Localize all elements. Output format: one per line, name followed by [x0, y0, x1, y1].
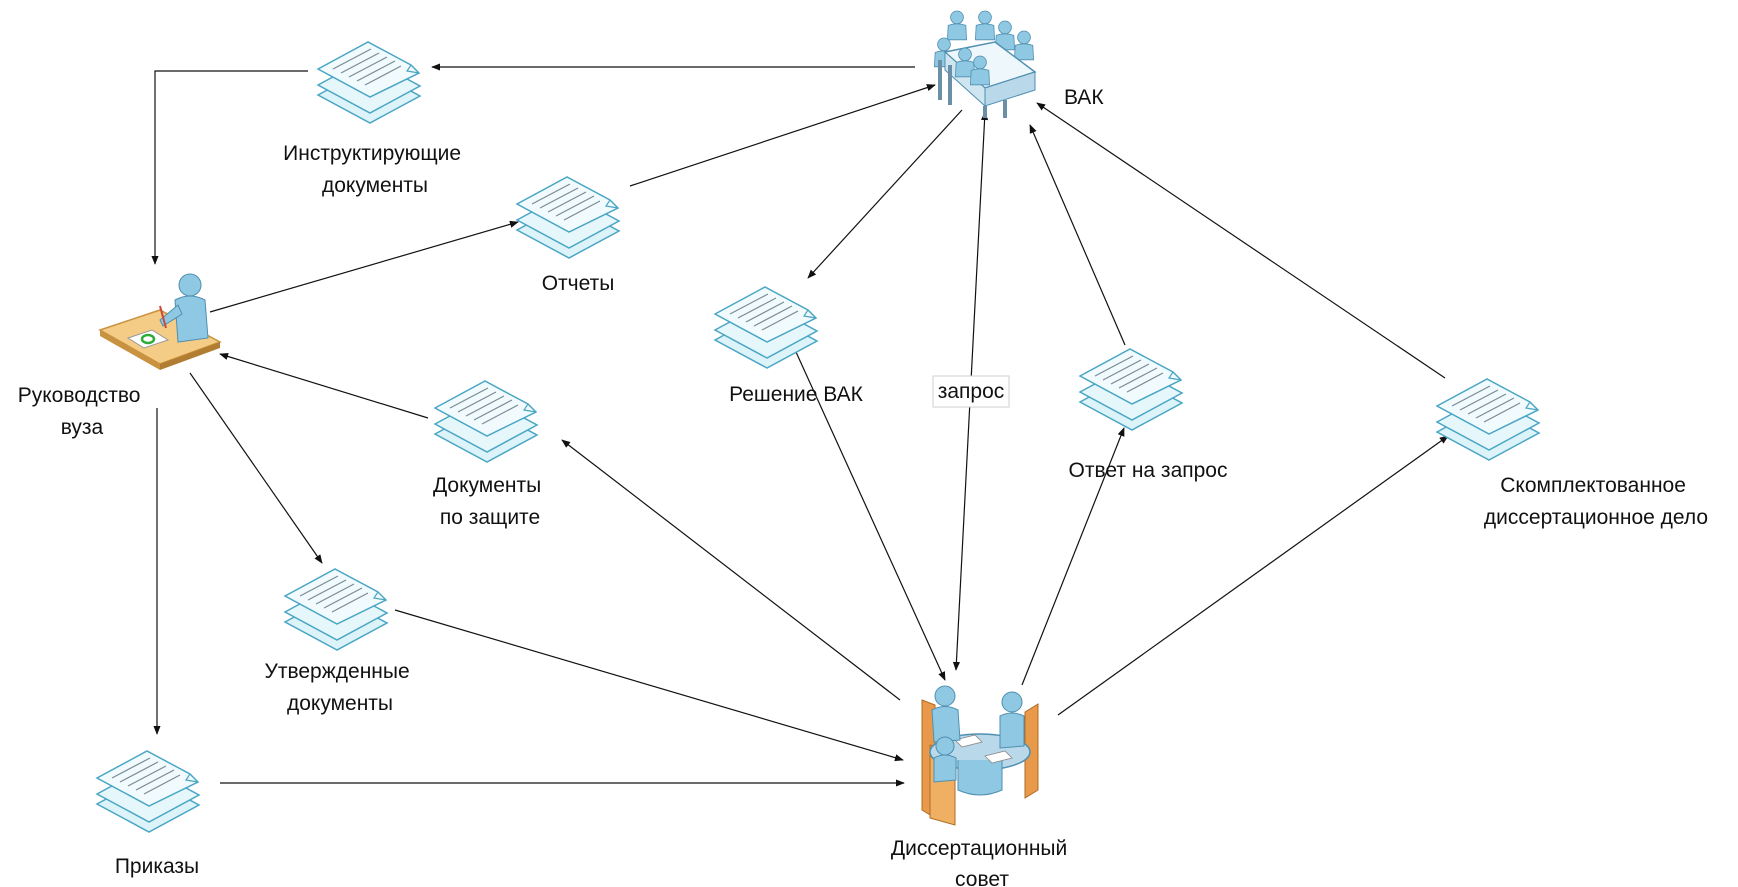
edge-vak-to-reshenie [807, 109, 963, 279]
doc-delo: Скомплектованное диссертационное дело [1436, 378, 1708, 529]
doc-instr: Инструктирующие документы [283, 41, 467, 197]
doc-utv: Утвержденные документы [264, 568, 415, 715]
edge-otvet-to-vak [1029, 124, 1126, 346]
document-stack-icon [1436, 378, 1540, 461]
edge-rukovodstvo-to-utv [189, 372, 323, 564]
edge-delo-to-vak [1036, 102, 1446, 379]
node-sovet: Диссертационный совет [891, 685, 1073, 887]
edge-reshenie-to-sovet [795, 351, 946, 681]
manager-at-desk-icon [98, 273, 222, 370]
svg-text:Скомплектованное диссерт: Скомплектованное диссертационное дело [1484, 474, 1708, 529]
doc-otchety: Отчеты [516, 176, 620, 295]
doc-zashchita: Документы по защите [433, 380, 547, 529]
svg-text:Ответ на запрос: Ответ на запрос [1069, 459, 1228, 482]
svg-text:Руководство вуза: Руководство вуза [18, 384, 147, 439]
svg-text:Диссертационный совет: Диссертационный совет [891, 837, 1073, 887]
document-stack-icon [714, 286, 818, 369]
doc-instr-label-2: документы [322, 174, 428, 197]
conference-board-icon [934, 10, 1037, 118]
doc-otvet-label: Ответ на запрос [1069, 459, 1228, 482]
doc-reshenie-label: Решение ВАК [729, 383, 863, 406]
doc-zashchita-label-1: Документы [433, 474, 541, 497]
edge-sovet-to-otvet [1021, 427, 1125, 686]
svg-text:ВАК: ВАК [1064, 86, 1104, 109]
doc-utv-label-2: документы [287, 692, 393, 715]
rukovodstvo-label-2: вуза [61, 416, 104, 439]
edge-zashchita-to-rukovodstvo [219, 352, 429, 419]
edges [151, 63, 1449, 787]
node-vak: ВАК [934, 10, 1104, 118]
sovet-label-1: Диссертационный [891, 837, 1067, 860]
edge-rukovodstvo-to-otchety [209, 220, 519, 313]
doc-otchety-label: Отчеты [542, 272, 615, 295]
doc-otvet: Ответ на запрос [1069, 348, 1228, 482]
meeting-table-icon [921, 685, 1039, 826]
doc-instr-label-1: Инструктирующие [283, 142, 461, 165]
svg-text:Приказы: Приказы [115, 855, 199, 878]
vak-label: ВАК [1064, 86, 1104, 109]
rukovodstvo-label-1: Руководство [18, 384, 141, 407]
doc-delo-label-2: диссертационное дело [1484, 506, 1708, 529]
svg-text:Утвержденные документы: Утвержденные документы [264, 660, 415, 715]
svg-text:Инструктирующие документ: Инструктирующие документы [283, 142, 467, 197]
document-stack-icon [434, 380, 538, 463]
svg-text:Отчеты: Отчеты [542, 272, 615, 295]
document-stack-icon [516, 176, 620, 259]
svg-text:Решение ВАК: Решение ВАК [729, 383, 863, 406]
document-stack-icon [284, 568, 388, 651]
doc-utv-label-1: Утвержденные [264, 660, 409, 683]
node-rukovodstvo: Руководство вуза [18, 273, 222, 439]
edge-utv-to-sovet [394, 609, 904, 762]
document-stack-icon [317, 41, 421, 124]
doc-delo-label-1: Скомплектованное [1500, 474, 1686, 497]
doc-prikazy: Приказы [96, 750, 200, 878]
edge-otchety-to-vak [629, 84, 936, 187]
zapros-label: запрос [938, 380, 1005, 403]
document-stack-icon [1079, 348, 1183, 431]
edge-label-zapros: запрос [932, 375, 1010, 408]
edge-instr-to-rukovodstvo [151, 70, 308, 265]
edge-sovet-to-zashchita [561, 439, 901, 701]
doc-prikazy-label: Приказы [115, 855, 199, 878]
doc-reshenie: Решение ВАК [714, 286, 864, 406]
sovet-label-2: совет [955, 868, 1009, 887]
doc-zashchita-label-2: по защите [440, 506, 540, 529]
svg-text:Документы по защите: Документы по защите [433, 474, 547, 529]
document-stack-icon [96, 750, 200, 833]
svg-text:запрос: запрос [938, 380, 1005, 403]
edge-sovet-to-delo [1057, 435, 1449, 716]
